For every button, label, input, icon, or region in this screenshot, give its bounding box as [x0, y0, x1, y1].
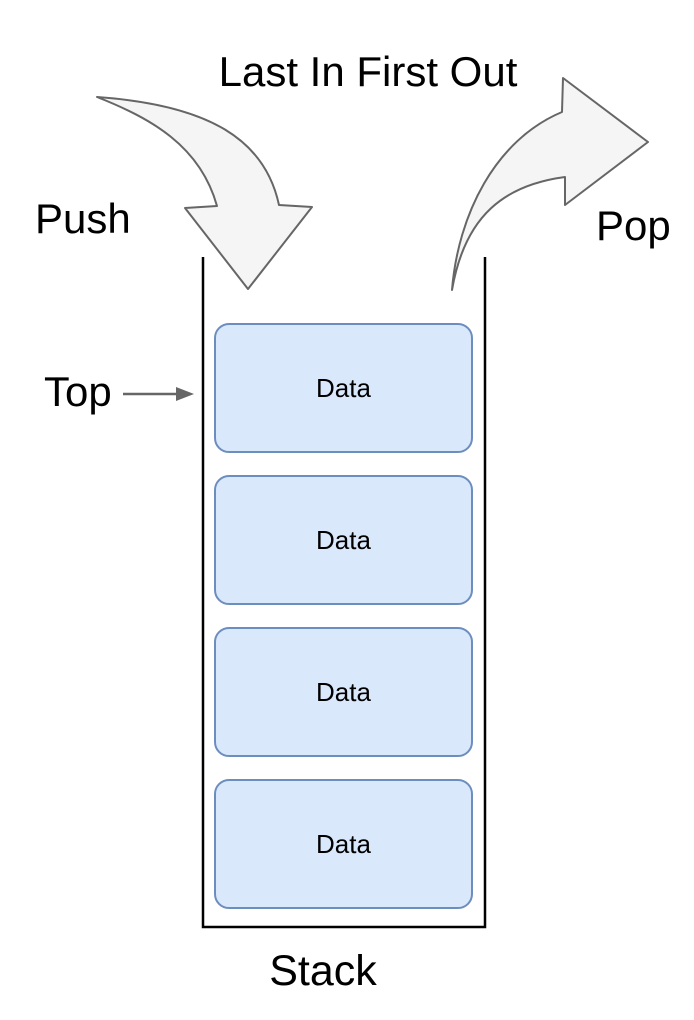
- stack-item-label: Data: [316, 676, 371, 707]
- stack-container-outline: [201, 257, 487, 929]
- stack-item: Data: [214, 779, 473, 909]
- stack-label: Stack: [269, 947, 377, 995]
- stack-item: Data: [214, 323, 473, 453]
- stack-item: Data: [214, 475, 473, 605]
- stack-item-label: Data: [316, 828, 371, 859]
- stack-item-label: Data: [316, 372, 371, 403]
- pop-label: Pop: [596, 202, 671, 249]
- top-label: Top: [44, 368, 112, 415]
- stack-item-label: Data: [316, 524, 371, 555]
- push-label: Push: [35, 195, 131, 242]
- push-arrow-icon: [96, 96, 313, 290]
- stack-item: Data: [214, 627, 473, 757]
- top-pointer-arrow-icon: [123, 387, 194, 401]
- diagram-title: Last In First Out: [218, 48, 518, 95]
- pop-arrow-icon: [451, 77, 649, 291]
